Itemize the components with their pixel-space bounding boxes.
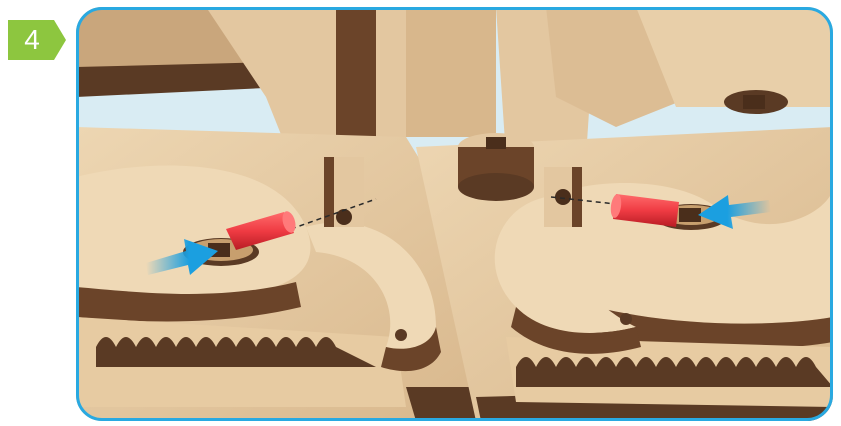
assembly-illustration bbox=[76, 7, 833, 421]
right-post bbox=[544, 167, 582, 227]
assembly-drawing bbox=[76, 7, 833, 421]
step-number: 4 bbox=[8, 20, 56, 60]
step-badge: 4 bbox=[8, 20, 68, 60]
center-hub bbox=[458, 133, 534, 201]
left-post bbox=[324, 157, 364, 227]
